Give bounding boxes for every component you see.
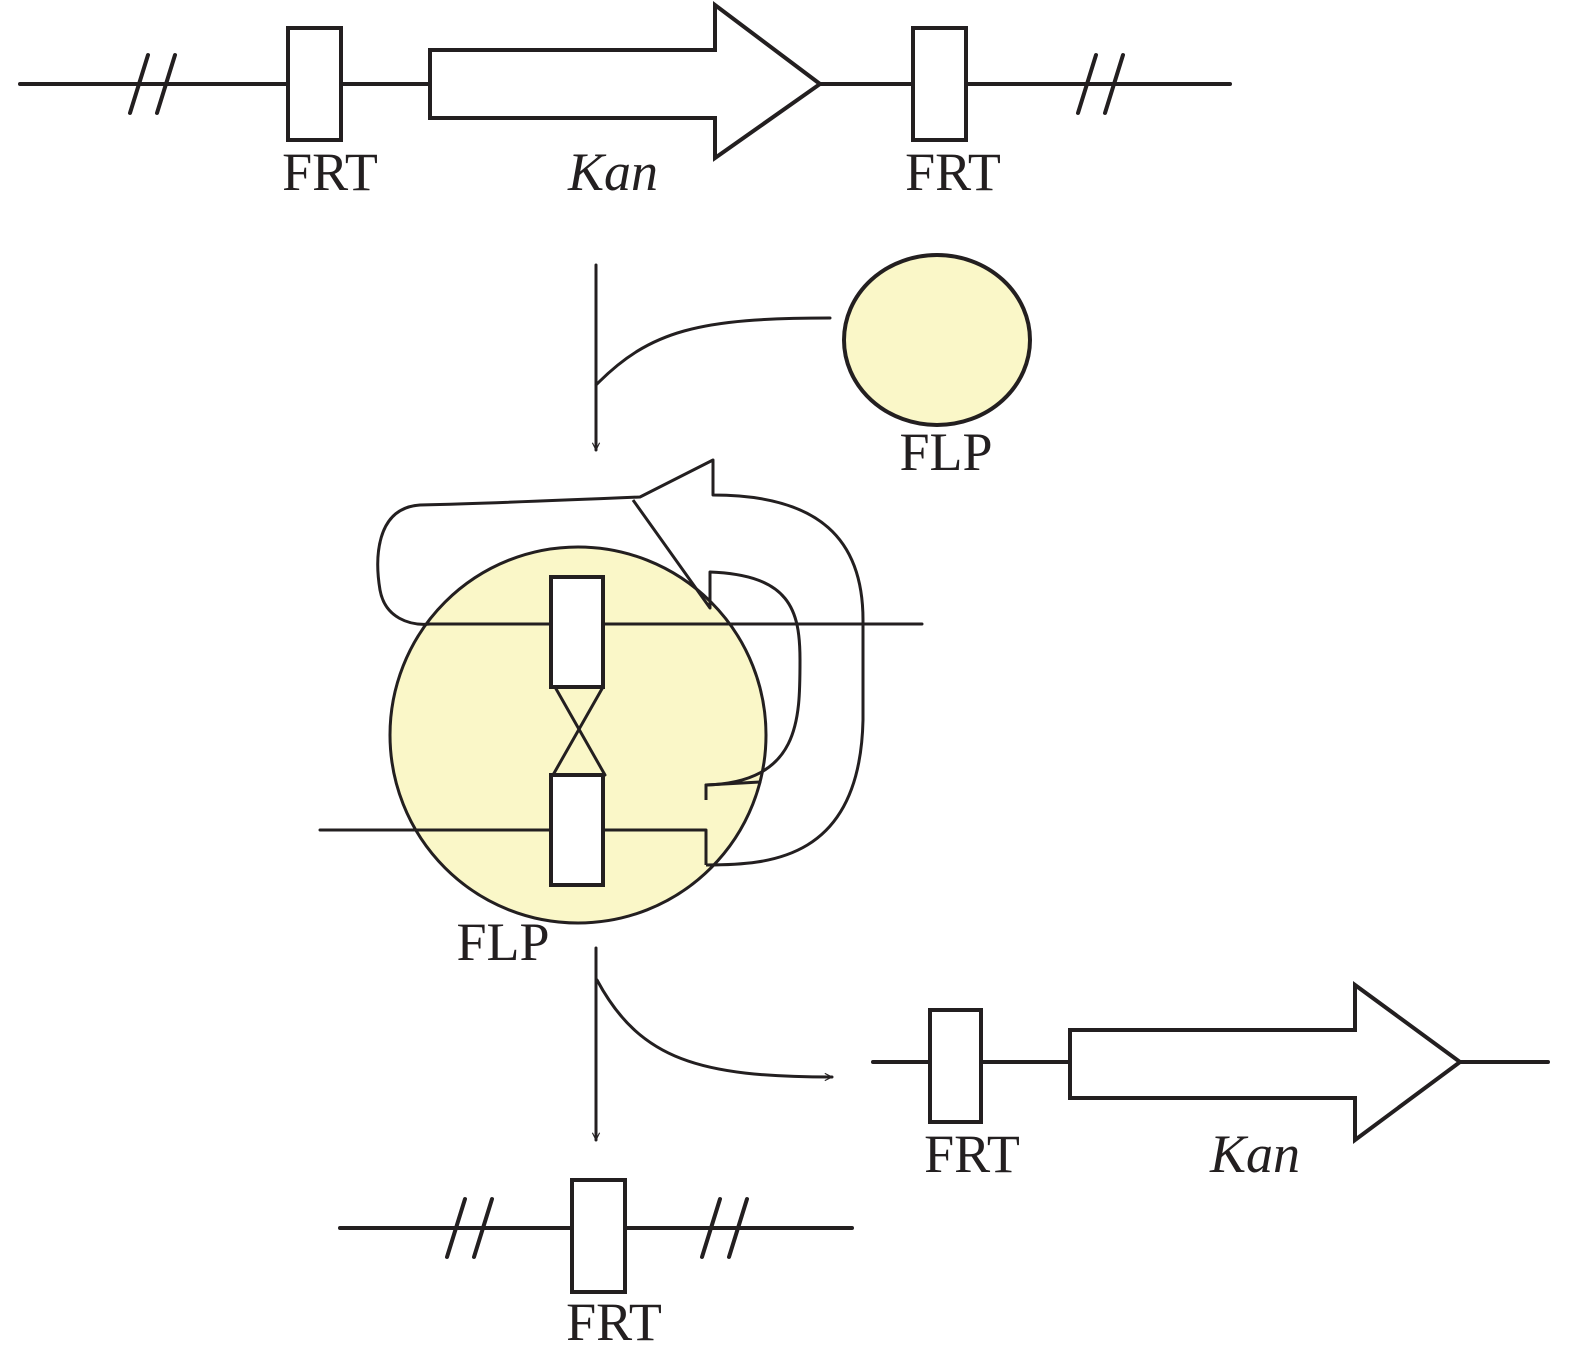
excised-frt-label: FRT bbox=[924, 1124, 1020, 1184]
frt-site-right bbox=[911, 26, 968, 142]
frt-site-lower bbox=[549, 773, 605, 887]
flp-synapse-label: FLP bbox=[456, 912, 549, 972]
resolution-step bbox=[595, 946, 834, 1142]
kan-gene-arrow-excised bbox=[1068, 981, 1464, 1144]
frt-site-excised bbox=[928, 1008, 983, 1124]
chromosome-break-right-icon bbox=[700, 1197, 749, 1259]
product-frt-label: FRT bbox=[566, 1292, 662, 1352]
frt-site-left bbox=[286, 26, 343, 142]
chromosome-break-left-icon bbox=[445, 1197, 494, 1259]
chromosome-break-left-icon bbox=[128, 53, 177, 115]
kan-label: Kan bbox=[567, 142, 658, 202]
strand-exchange-b bbox=[551, 685, 605, 777]
frt-right-label: FRT bbox=[905, 142, 1001, 202]
strand-exchange-a bbox=[553, 685, 607, 777]
kan-loop-inner-line bbox=[704, 780, 762, 787]
frt-site-upper bbox=[549, 575, 605, 689]
synapse-complex: FLP bbox=[318, 458, 924, 972]
kan-loop-arrow bbox=[376, 458, 865, 867]
product-chromosome: FRT bbox=[338, 1178, 854, 1352]
flp-protein-free bbox=[842, 253, 1032, 427]
frt-left-label: FRT bbox=[282, 142, 378, 202]
flp-joining-curve bbox=[594, 316, 832, 387]
frt-site-scar bbox=[570, 1178, 627, 1294]
excised-kan-label: Kan bbox=[1209, 1124, 1300, 1184]
excision-curve-arrow bbox=[595, 978, 834, 1077]
chromosome-break-right-icon bbox=[1076, 53, 1125, 115]
kan-gene-arrow bbox=[428, 0, 824, 162]
excised-fragment: FRT Kan bbox=[871, 981, 1550, 1184]
flp-binding-step: FLP bbox=[594, 253, 1032, 482]
flp-free-label: FLP bbox=[899, 422, 992, 482]
top-construct: FRT Kan FRT bbox=[18, 0, 1232, 202]
